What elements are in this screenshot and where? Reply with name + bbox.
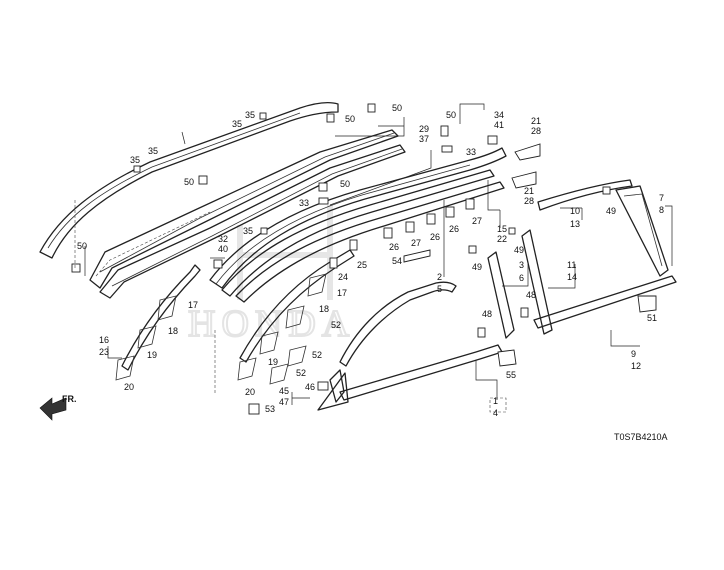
callout-51[interactable]: 51: [647, 313, 657, 323]
callout-50[interactable]: 50: [340, 179, 350, 189]
roof-rail-bracket-rear: [99, 144, 406, 299]
callout-55[interactable]: 55: [506, 370, 516, 380]
callout-12[interactable]: 12: [631, 361, 641, 371]
callout-3[interactable]: 3: [519, 260, 524, 270]
callout-27[interactable]: 27: [472, 216, 482, 226]
quarter-window-garnish: [537, 179, 669, 277]
callout-28[interactable]: 28: [531, 126, 541, 136]
callout-21[interactable]: 21: [524, 186, 534, 196]
callout-49[interactable]: 49: [472, 262, 482, 272]
callout-35[interactable]: 35: [148, 146, 158, 156]
callout-50[interactable]: 50: [77, 241, 87, 251]
callout-26[interactable]: 26: [449, 224, 459, 234]
callout-6[interactable]: 6: [519, 273, 524, 283]
callout-33[interactable]: 33: [299, 198, 309, 208]
callout-17[interactable]: 17: [337, 288, 347, 298]
callout-52[interactable]: 52: [331, 320, 341, 330]
callout-13[interactable]: 13: [570, 219, 580, 229]
front-door-corner-piece: [317, 372, 349, 411]
callout-17[interactable]: 17: [188, 300, 198, 310]
watermark-logo: HONDA: [187, 205, 355, 346]
callout-15[interactable]: 15: [497, 224, 507, 234]
callout-48[interactable]: 48: [526, 290, 536, 300]
bracket-clusters: [115, 273, 327, 385]
callout-26[interactable]: 26: [389, 242, 399, 252]
leader-lines: [84, 103, 673, 405]
callout-28[interactable]: 28: [524, 196, 534, 206]
pillar-garnish-front: [487, 229, 553, 339]
callout-7[interactable]: 7: [659, 193, 664, 203]
callout-8[interactable]: 8: [659, 205, 664, 215]
callout-9[interactable]: 9: [631, 349, 636, 359]
callout-18[interactable]: 18: [319, 304, 329, 314]
front-direction-arrow: FR.: [39, 394, 77, 421]
callout-22[interactable]: 22: [497, 234, 507, 244]
clips: [71, 103, 657, 415]
diagram-code: T0S7B4210A: [614, 432, 668, 442]
callout-21[interactable]: 21: [531, 116, 541, 126]
callout-45[interactable]: 45: [279, 386, 289, 396]
callout-50[interactable]: 50: [345, 114, 355, 124]
callout-19[interactable]: 19: [147, 350, 157, 360]
callout-2[interactable]: 2: [437, 272, 442, 282]
callout-48[interactable]: 48: [482, 309, 492, 319]
callout-18[interactable]: 18: [168, 326, 178, 336]
dashed-guides: [74, 200, 507, 413]
roof-garnish-inner: [221, 169, 505, 303]
callout-19[interactable]: 19: [268, 357, 278, 367]
callout-35[interactable]: 35: [232, 119, 242, 129]
callout-20[interactable]: 20: [124, 382, 134, 392]
callout-5[interactable]: 5: [437, 284, 442, 294]
callout-40[interactable]: 40: [218, 244, 228, 254]
callout-35[interactable]: 35: [245, 110, 255, 120]
callout-10[interactable]: 10: [570, 206, 580, 216]
callout-49[interactable]: 49: [514, 245, 524, 255]
callout-41[interactable]: 41: [494, 120, 504, 130]
callout-46[interactable]: 46: [305, 382, 315, 392]
callout-47[interactable]: 47: [279, 397, 289, 407]
callout-54[interactable]: 54: [392, 256, 402, 266]
callout-52[interactable]: 52: [312, 350, 322, 360]
callout-35[interactable]: 35: [243, 226, 253, 236]
callout-49[interactable]: 49: [606, 206, 616, 216]
callout-11[interactable]: 11: [567, 260, 576, 270]
callout-27[interactable]: 27: [411, 238, 421, 248]
callout-29[interactable]: 29: [419, 124, 429, 134]
callout-26[interactable]: 26: [430, 232, 440, 242]
callout-4[interactable]: 4: [493, 408, 498, 418]
callout-34[interactable]: 34: [494, 110, 504, 120]
callout-37[interactable]: 37: [419, 134, 429, 144]
callout-20[interactable]: 20: [245, 387, 255, 397]
callout-32[interactable]: 32: [218, 234, 228, 244]
roof-garnish-middle: [209, 147, 507, 289]
watermark-text: HONDA: [188, 303, 355, 345]
callout-33[interactable]: 33: [466, 147, 476, 157]
callout-1[interactable]: 1: [493, 396, 498, 406]
callout-24[interactable]: 24: [338, 272, 348, 282]
callout-14[interactable]: 14: [567, 272, 577, 282]
callout-35[interactable]: 35: [130, 155, 140, 165]
callout-25[interactable]: 25: [357, 260, 367, 270]
callout-50[interactable]: 50: [184, 177, 194, 187]
roof-rail-bracket-front: [89, 129, 399, 289]
roof-molding-outer: [39, 101, 339, 259]
callout-50[interactable]: 50: [392, 103, 402, 113]
callout-52[interactable]: 52: [296, 368, 306, 378]
front-arrow-label: FR.: [62, 394, 77, 404]
callout-53[interactable]: 53: [265, 404, 275, 414]
callout-23[interactable]: 23: [99, 347, 109, 357]
callout-50[interactable]: 50: [446, 110, 456, 120]
callout-16[interactable]: 16: [99, 335, 109, 345]
belt-moldings: [329, 275, 677, 403]
